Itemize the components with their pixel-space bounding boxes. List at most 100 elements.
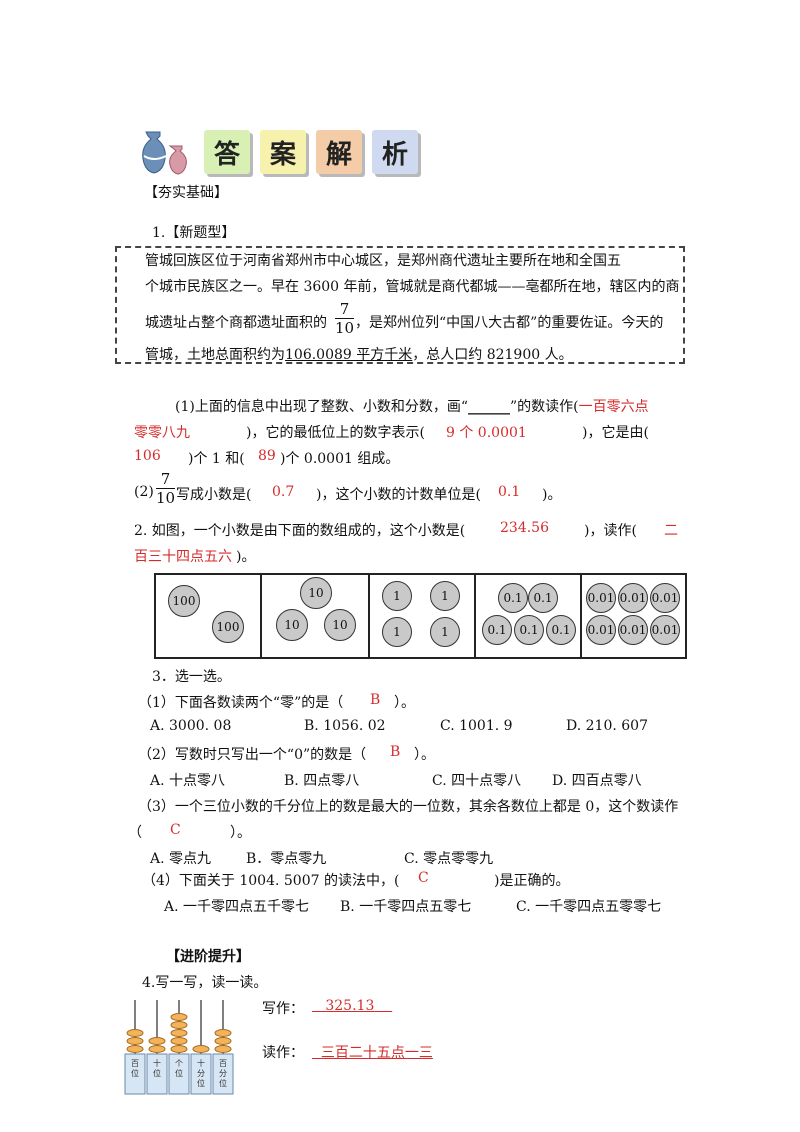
abacus-place-label: 位 [131, 1068, 139, 1078]
abacus-bead [170, 1013, 188, 1021]
q3-s1-text-b: ）。 [394, 695, 415, 711]
q3-s1-text-a: （1）下面各数读两个“零”的是（ [138, 695, 344, 711]
cell-hundredths: 0.01 0.01 0.01 0.01 0.01 0.01 [582, 575, 685, 657]
q4-write-label: 写作： [262, 1001, 304, 1017]
cell-tens: 10 10 10 [262, 575, 370, 657]
q3-s2-answer: B [390, 744, 401, 760]
abacus-bead [170, 1021, 188, 1029]
abacus-bead [214, 1037, 232, 1045]
q3-s1-option-c: C. 1001. 9 [440, 718, 513, 734]
abacus-place-label: 位 [197, 1078, 205, 1088]
coin-0.01: 0.01 [650, 615, 680, 645]
q2-text-b: )，读作( [584, 523, 637, 539]
coin-0.1: 0.1 [498, 583, 528, 613]
section-title-basic: 【夯实基础】 [144, 185, 228, 201]
q1-p1-text-e: )个 1 和( [188, 451, 245, 467]
abacus-place-label: 十 [153, 1058, 161, 1068]
q3-s4-answer: C [418, 870, 429, 886]
q2-text-c: )。 [236, 549, 256, 565]
q3-s3-text-b: （ [128, 825, 142, 841]
abacus-place-box [168, 1053, 190, 1095]
q3-s3-text-c: ）。 [230, 825, 251, 841]
passage-underlined-number: 106.0089 平方千米 [285, 347, 413, 363]
abacus-figure: 百位十位个位十分位百分位 [124, 998, 236, 1096]
abacus-place-box [212, 1053, 234, 1095]
q4-title: 4.写一写，读一读。 [142, 975, 268, 991]
abacus-bead [170, 1029, 188, 1037]
passage-line-4: 管城，土地总面积约为106.0089 平方千米，总人口约 821900 人。 [145, 344, 573, 364]
q3-s4-text-a: （4）下面关于 1004. 5007 的读法中，( [142, 873, 400, 889]
q3-title: 3．选一选。 [152, 669, 231, 685]
q1-p1-answer2: 9 个 0.0001 [446, 425, 527, 441]
abacus-place-box [146, 1053, 168, 1095]
q2-text-a: 2. 如图，一个小数是由下面的数组成的，这个小数是( [134, 523, 466, 539]
coin-100: 100 [168, 585, 200, 617]
passage-line-4b: ，总人口约 821900 人。 [412, 347, 573, 363]
coin-0.1: 0.1 [514, 615, 544, 645]
q1-p1-text-c: )，它的最低位上的数字表示( [246, 425, 425, 441]
q1-p1-text-b: ”的数读作( [510, 399, 579, 415]
q3-s2-text-b: ）。 [414, 747, 435, 763]
answer-analysis-banner: 答 案 解 析 [140, 126, 422, 176]
banner-tile-jie: 解 [316, 130, 362, 174]
q1-p2-fraction: 7 10 [156, 470, 176, 507]
abacus-bead [148, 1045, 166, 1053]
abacus-bead [170, 1037, 188, 1045]
coin-1: 1 [382, 581, 412, 611]
abacus-bead [126, 1029, 144, 1037]
passage-line-4a: 管城，土地总面积约为 [145, 347, 285, 363]
q3-s3-text-a: （3）一个三位小数的千分位上的数是最大的一位数，其余各数位上都是 0，这个数读作 [138, 799, 679, 815]
q3-s2-option-d: D. 四百点零八 [552, 773, 642, 789]
coin-0.01: 0.01 [586, 615, 616, 645]
abacus-place-label: 十 [197, 1058, 205, 1068]
coin-0.01: 0.01 [650, 583, 680, 613]
coin-1: 1 [430, 617, 460, 647]
abacus-place-label: 位 [153, 1068, 161, 1078]
coin-0.01: 0.01 [618, 583, 648, 613]
abacus-bead [148, 1037, 166, 1045]
cell-ones: 1 1 1 1 [370, 575, 476, 657]
q3-s2-option-a: A. 十点零八 [150, 773, 226, 789]
q1-p2-text-d: )。 [542, 487, 562, 503]
abacus-place-label: 位 [219, 1078, 227, 1088]
passage-line-1: 管城回族区位于河南省郑州市中心城区，是郑州商代遗址主要所在地和全国五 [145, 253, 621, 269]
q3-s1-option-a: A. 3000. 08 [150, 718, 232, 734]
q1-p2-answer2: 0.1 [498, 484, 521, 500]
q2-answer2a: 二 [664, 523, 678, 539]
banner-tile-xi: 析 [372, 130, 418, 174]
q1-p1-text-f: )个 0.0001 组成。 [280, 451, 400, 467]
q1-p1-answer4: 89 [258, 448, 276, 464]
abacus-bead [192, 1045, 210, 1053]
coin-1: 1 [430, 581, 460, 611]
q1-p1-answer1b: 零零八九 [134, 425, 190, 441]
coin-0.01: 0.01 [618, 615, 648, 645]
abacus-bead [170, 1045, 188, 1053]
coin-10: 10 [276, 609, 308, 641]
abacus-bead [214, 1045, 232, 1053]
q4-read-label: 读作： [262, 1045, 304, 1061]
q3-s2-text-a: （2）写数时只写出一个“0”的数是（ [138, 747, 367, 763]
q1-part1-line1: (1)上面的信息中出现了整数、小数和分数，画“______”的数读作(一百零六点 [175, 396, 649, 416]
q2-answer1: 234.56 [500, 520, 549, 536]
section-title-advanced: 【进阶提升】 [166, 949, 250, 965]
q3-s2-option-b: B. 四点零八 [284, 773, 360, 789]
q1-p2-text-b: 写成小数是( [176, 487, 252, 503]
q3-s4-text-b: )是正确的。 [494, 873, 570, 889]
abacus-place-label: 个 [175, 1059, 183, 1068]
abacus-place-label: 位 [175, 1068, 183, 1078]
coin-1: 1 [382, 617, 412, 647]
q3-s4-option-a: A. 一千零四点五千零七 [164, 899, 310, 915]
passage-line-3b: ，是郑州位列“中国八大古都”的重要佐证。今天的 [355, 315, 664, 331]
q1-p2-answer1: 0.7 [272, 484, 295, 500]
cell-hundreds: 100 100 [156, 575, 262, 657]
q1-part1-line3: 106 [134, 448, 161, 464]
cell-tenths: 0.1 0.1 0.1 0.1 0.1 [476, 575, 582, 657]
q1-p1-text-a: (1)上面的信息中出现了整数、小数和分数，画“ [175, 399, 468, 415]
coin-0.1: 0.1 [482, 615, 512, 645]
q1-p1-answer1a: 一百零六点 [578, 399, 649, 415]
q1-part1-line2: 零零八九 [134, 422, 190, 442]
passage-line-2: 个城市民族区之一。早在 3600 年前，管城就是商代都城——亳都所在地，辖区内的… [145, 279, 680, 295]
abacus-place-label: 分 [197, 1069, 205, 1078]
q3-s3-option-c: C. 零点零零九 [404, 851, 494, 867]
